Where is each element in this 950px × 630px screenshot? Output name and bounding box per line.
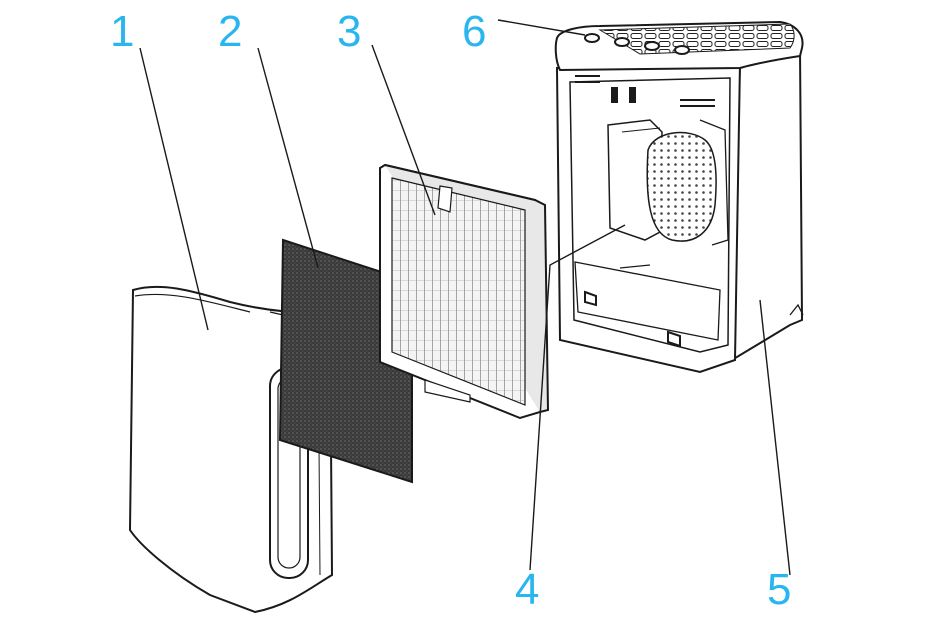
leader-2 — [257, 47, 319, 269]
label-3: 3 — [337, 7, 362, 56]
label-5: 5 — [767, 565, 792, 614]
leader-4 — [529, 224, 626, 571]
label-1: 1 — [110, 7, 135, 56]
main-housing — [554, 20, 804, 374]
leader-5 — [759, 299, 791, 576]
leader-lines — [139, 19, 791, 576]
label-2: 2 — [218, 7, 243, 56]
leader-3 — [371, 44, 436, 216]
label-4: 4 — [515, 565, 540, 614]
label-6: 6 — [462, 7, 487, 56]
leader-1 — [139, 47, 209, 331]
hepa-filter — [379, 163, 550, 420]
leader-6 — [497, 19, 586, 36]
